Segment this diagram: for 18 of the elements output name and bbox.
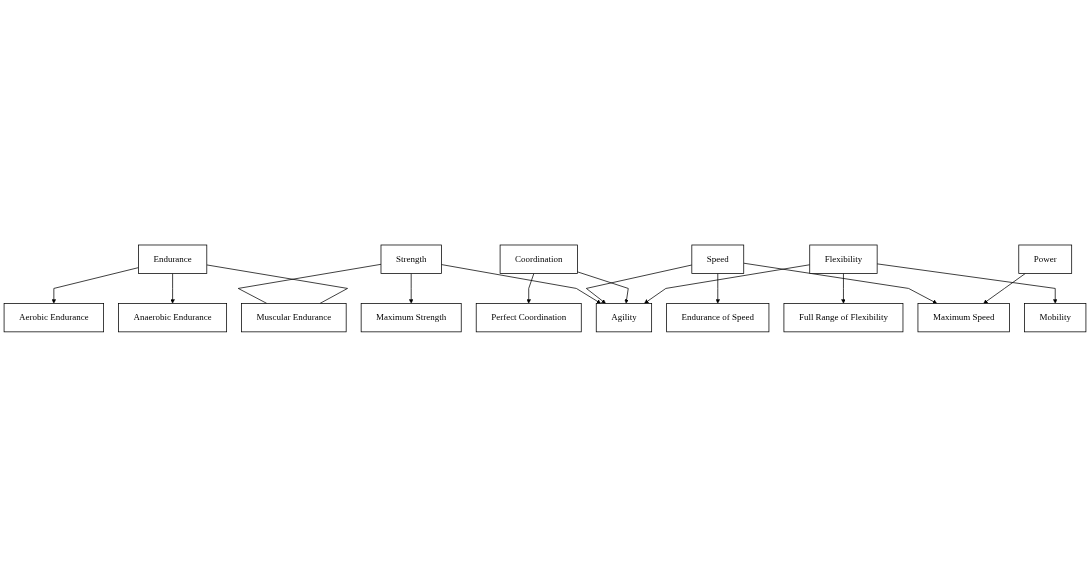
node-box: Strength	[380, 244, 442, 274]
node-box: Perfect Coordination	[475, 302, 582, 332]
node-box: Speed	[691, 244, 745, 274]
connector	[206, 264, 348, 304]
node-box: Endurance of Speed	[666, 302, 770, 332]
node-box: Full Range of Flexibility	[783, 302, 904, 332]
node-box: Agility	[595, 302, 653, 332]
node-box: Anaerobic Endurance	[118, 302, 227, 332]
node-box: Power	[1018, 244, 1073, 274]
node-box: Mobility	[1024, 302, 1087, 332]
node-box: Flexibility	[809, 244, 878, 274]
node-box: Coordination	[499, 244, 578, 274]
node-box: Muscular Endurance	[241, 302, 347, 332]
node-box: Aerobic Endurance	[3, 302, 104, 332]
node-box: Maximum Speed	[917, 302, 1010, 332]
node-box: Maximum Strength	[360, 302, 462, 332]
node-box: Endurance	[138, 244, 208, 274]
connector	[237, 263, 382, 304]
